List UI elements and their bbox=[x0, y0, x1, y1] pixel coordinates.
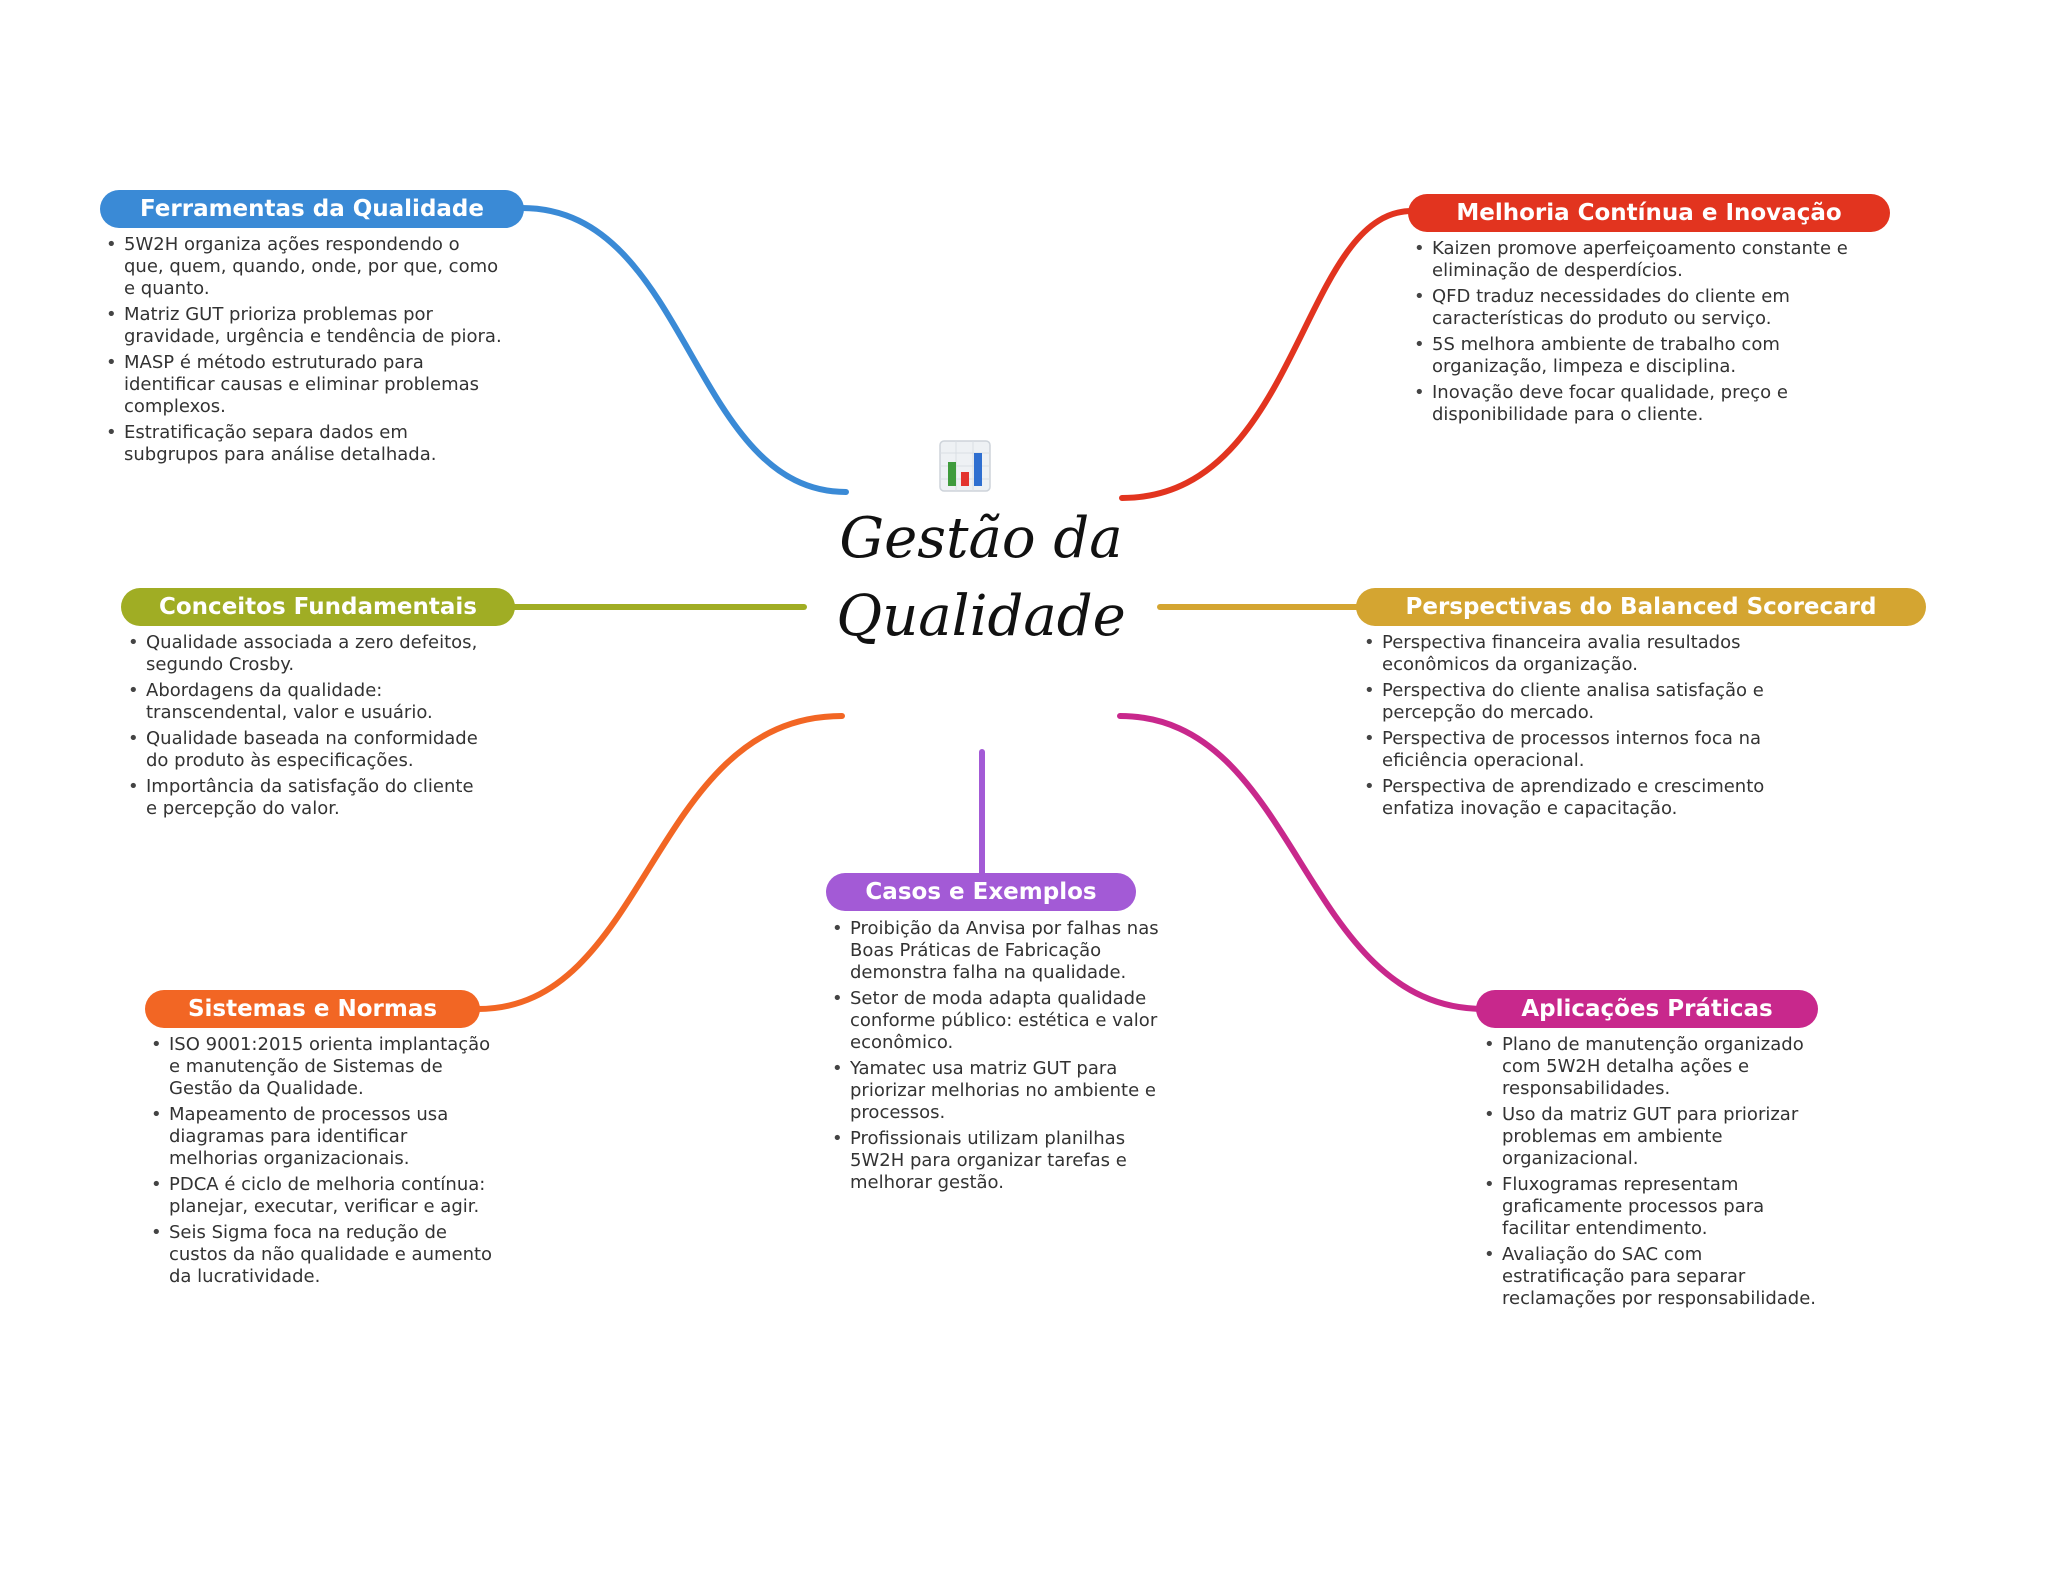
branch-conceitos-notes: Qualidade associada a zero defeitos, seg… bbox=[126, 632, 486, 824]
note-item: Setor de moda adapta qualidade conforme … bbox=[830, 988, 1160, 1054]
note-item: Perspectiva de aprendizado e crescimento… bbox=[1362, 776, 1832, 820]
note-item: Proibição da Anvisa por falhas nas Boas … bbox=[830, 918, 1160, 984]
note-item: Uso da matriz GUT para priorizar problem… bbox=[1482, 1104, 1822, 1170]
branch-melhoria-title[interactable]: Melhoria Contínua e Inovação bbox=[1408, 194, 1890, 232]
note-item: QFD traduz necessidades do cliente em ca… bbox=[1412, 286, 1852, 330]
note-item: MASP é método estruturado para identific… bbox=[104, 352, 504, 418]
branch-casos-notes: Proibição da Anvisa por falhas nas Boas … bbox=[830, 918, 1160, 1198]
connector-sistemas bbox=[475, 713, 845, 1012]
note-item: Mapeamento de processos usa diagramas pa… bbox=[149, 1104, 499, 1170]
note-item: Abordagens da qualidade: transcendental,… bbox=[126, 680, 486, 724]
branch-ferramentas-title[interactable]: Ferramentas da Qualidade bbox=[100, 190, 524, 228]
note-item: Inovação deve focar qualidade, preço e d… bbox=[1412, 382, 1852, 426]
branch-sistemas-notes: ISO 9001:2015 orienta implantação e manu… bbox=[149, 1034, 499, 1292]
note-item: Importância da satisfação do cliente e p… bbox=[126, 776, 486, 820]
note-item: PDCA é ciclo de melhoria contínua: plane… bbox=[149, 1174, 499, 1218]
note-item: Yamatec usa matriz GUT para priorizar me… bbox=[830, 1058, 1160, 1124]
note-item: Seis Sigma foca na redução de custos da … bbox=[149, 1222, 499, 1288]
note-item: Kaizen promove aperfeiçoamento constante… bbox=[1412, 238, 1852, 282]
note-item: Qualidade baseada na conformidade do pro… bbox=[126, 728, 486, 772]
note-item: Qualidade associada a zero defeitos, seg… bbox=[126, 632, 486, 676]
note-item: 5S melhora ambiente de trabalho com orga… bbox=[1412, 334, 1852, 378]
note-item: 5W2H organiza ações respondendo o que, q… bbox=[104, 234, 504, 300]
note-item: Profissionais utilizam planilhas 5W2H pa… bbox=[830, 1128, 1160, 1194]
central-topic[interactable]: Gestão da Qualidade bbox=[826, 430, 1136, 730]
note-item: Matriz GUT prioriza problemas por gravid… bbox=[104, 304, 504, 348]
branch-casos-title[interactable]: Casos e Exemplos bbox=[826, 873, 1136, 911]
bar-chart-icon bbox=[939, 440, 991, 492]
note-item: Avaliação do SAC com estratificação para… bbox=[1482, 1244, 1822, 1310]
branch-aplicacoes-title[interactable]: Aplicações Práticas bbox=[1476, 990, 1818, 1028]
note-item: ISO 9001:2015 orienta implantação e manu… bbox=[149, 1034, 499, 1100]
branch-perspectivas-notes: Perspectiva financeira avalia resultados… bbox=[1362, 632, 1832, 824]
connector-melhoria bbox=[1119, 208, 1415, 501]
central-title: Gestão da Qualidade bbox=[836, 506, 1126, 649]
note-item: Perspectiva financeira avalia resultados… bbox=[1362, 632, 1832, 676]
branch-perspectivas-title[interactable]: Perspectivas do Balanced Scorecard bbox=[1356, 588, 1926, 626]
note-item: Fluxogramas representam graficamente pro… bbox=[1482, 1174, 1822, 1240]
note-item: Estratificação separa dados em subgrupos… bbox=[104, 422, 504, 466]
note-item: Perspectiva de processos internos foca n… bbox=[1362, 728, 1832, 772]
branch-sistemas-title[interactable]: Sistemas e Normas bbox=[145, 990, 480, 1028]
connector-aplicacoes bbox=[1117, 713, 1487, 1012]
note-item: Perspectiva do cliente analisa satisfaçã… bbox=[1362, 680, 1832, 724]
branch-conceitos-title[interactable]: Conceitos Fundamentais bbox=[121, 588, 515, 626]
branch-ferramentas-notes: 5W2H organiza ações respondendo o que, q… bbox=[104, 234, 504, 470]
branch-aplicacoes-notes: Plano de manutenção organizado com 5W2H … bbox=[1482, 1034, 1822, 1314]
branch-melhoria-notes: Kaizen promove aperfeiçoamento constante… bbox=[1412, 238, 1852, 430]
note-item: Plano de manutenção organizado com 5W2H … bbox=[1482, 1034, 1822, 1100]
connector-ferramentas bbox=[519, 205, 849, 495]
